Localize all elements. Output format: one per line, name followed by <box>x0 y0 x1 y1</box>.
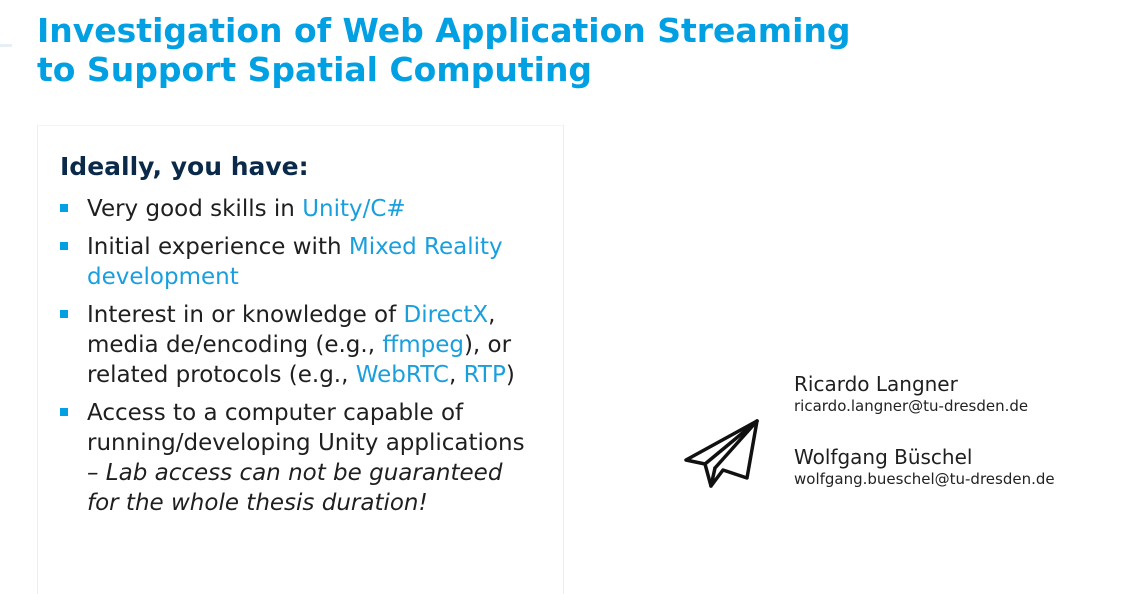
highlight-mixed-reality: Mixed Reality development <box>87 234 503 290</box>
square-bullet-icon <box>60 242 68 250</box>
requirement-text: , <box>448 362 464 388</box>
contact-name: Ricardo Langner <box>794 372 958 396</box>
highlight-directx: DirectX <box>403 302 489 328</box>
requirements-panel: Ideally, you have: Very good skills in U… <box>37 125 564 594</box>
contact-email[interactable]: wolfgang.bueschel@tu-dresden.de <box>794 470 1055 488</box>
requirements-list: Very good skills in Unity/C# Initial exp… <box>60 194 540 526</box>
contact-card-wolfgang: Wolfgang Büschel wolfgang.bueschel@tu-dr… <box>794 444 1055 488</box>
slide-title-line-2: to Support Spatial Computing <box>37 50 593 89</box>
slide-title-line-1: Investigation of Web Application Streami… <box>37 11 851 50</box>
contact-email[interactable]: ricardo.langner@tu-dresden.de <box>794 397 1029 415</box>
requirement-item-unity: Very good skills in Unity/C# <box>60 194 540 224</box>
requirement-text: Access to a computer capable of running/… <box>87 400 525 456</box>
requirements-heading: Ideally, you have: <box>60 152 309 181</box>
slide-edge-mark <box>0 44 12 47</box>
requirement-text: Very good skills in <box>87 196 303 222</box>
requirement-item-computer-access: Access to a computer capable of running/… <box>60 398 540 518</box>
requirement-text: ), or related protocols (e.g., <box>87 332 512 388</box>
requirement-item-directx: Interest in or knowledge of DirectX, med… <box>60 300 540 390</box>
requirement-text: Interest in or knowledge of <box>87 302 404 328</box>
requirement-text: Initial experience with <box>87 234 349 260</box>
slide-title: Investigation of Web Application Streami… <box>37 11 851 89</box>
highlight-ffmpeg: ffmpeg <box>382 332 464 358</box>
paper-plane-icon <box>684 419 759 488</box>
requirement-text: , media de/encoding (e.g., <box>87 302 496 358</box>
square-bullet-icon <box>60 204 68 212</box>
highlight-webrtc: WebRTC <box>355 362 449 388</box>
requirement-note: – Lab access can not be guaranteed for t… <box>87 460 503 516</box>
requirement-text: ) <box>505 362 515 388</box>
requirement-item-mixed-reality: Initial experience with Mixed Reality de… <box>60 232 540 292</box>
highlight-unity-csharp: Unity/C# <box>302 196 406 222</box>
contact-card-ricardo: Ricardo Langner ricardo.langner@tu-dresd… <box>794 371 1028 415</box>
contact-name: Wolfgang Büschel <box>794 445 973 469</box>
highlight-rtp: RTP <box>463 362 506 388</box>
square-bullet-icon <box>60 408 68 416</box>
square-bullet-icon <box>60 310 68 318</box>
